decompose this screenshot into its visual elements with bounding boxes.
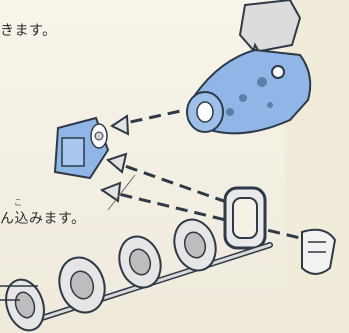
sprue-disc <box>118 235 162 289</box>
sprue-discs <box>5 218 217 332</box>
joint-block-part <box>53 116 110 180</box>
sprue-disc <box>58 256 106 314</box>
arrow-to-frame <box>107 158 236 207</box>
sprue-disc <box>173 218 217 272</box>
runner-frame-part <box>223 186 267 250</box>
blue-leg-part <box>186 48 312 135</box>
instruction-caption-top: きます。 <box>0 23 57 39</box>
ruby-annotation: こ <box>14 198 23 207</box>
assembly-arrows <box>101 108 301 240</box>
leader-line <box>107 174 136 211</box>
hand-part <box>301 228 337 275</box>
callout-bracket <box>0 285 38 301</box>
sprue-disc <box>5 278 45 332</box>
arrow-heads <box>99 114 130 203</box>
arrow-to-leg <box>111 108 186 128</box>
arrow-to-hand <box>101 188 301 240</box>
instruction-caption-middle: ん込みます。 <box>0 211 86 227</box>
